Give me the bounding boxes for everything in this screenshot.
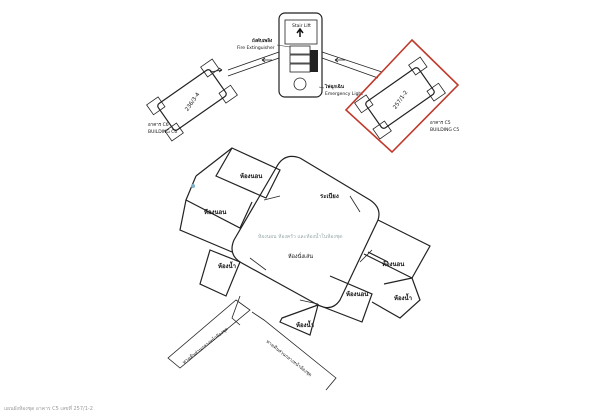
emergency-light-legend: ไฟฉุกเฉิน Emergency Light	[318, 83, 363, 97]
building-c6-en: BUILDING C6	[148, 129, 177, 135]
highlight-box	[344, 38, 460, 154]
living-room-label: ห้องนั่งเล่น	[288, 252, 313, 260]
footer-caption: แผนผังห้องชุด อาคาร C5 เลขที่ 257/1-2	[4, 405, 93, 412]
building-c6-th: อาคาร C6	[148, 122, 169, 128]
bedroom-top-label: ห้องนอน	[240, 172, 263, 180]
fire-extinguisher-legend: ถังดับเพลิง Fire Extinguisher	[237, 37, 291, 51]
bathroom-right-label: ห้องน้ำ	[394, 292, 412, 302]
corridor-arrows	[209, 51, 383, 79]
building-c6-unit: 236/3-4 อาคาร C6 BUILDING C6	[146, 58, 238, 142]
bedroom-left-label: ห้องนอน	[204, 208, 227, 216]
bathroom-left-label: ห้องน้ำ	[218, 260, 236, 270]
fire-extinguisher-en: Fire Extinguisher	[237, 45, 275, 51]
bathroom-bottom-label: ห้องน้ำ	[296, 319, 314, 329]
stair-lift-block: Stair Lift	[278, 12, 323, 98]
walkway-left-label: ทางเดินส่วนกลางหน้าห้องชุด	[182, 326, 230, 365]
bedroom-bottom-right-label: ห้องนอน	[346, 290, 369, 298]
unit-left-label: 236/3-4	[184, 91, 201, 112]
bedroom-right-label: ห้องนอน	[382, 260, 405, 268]
stair-lift-label: Stair Lift	[292, 23, 311, 29]
unit-floor-plan	[167, 147, 431, 391]
balcony-label: ระเบียง	[320, 192, 339, 200]
center-note: ห้องนอน ห้องครัว และห้องน้ำในห้องชุด	[258, 231, 343, 240]
walkway-right-label: ทางเดินส่วนกลางหน้าห้องชุด	[265, 339, 313, 378]
fire-extinguisher-th: ถังดับเพลิง	[252, 37, 272, 44]
building-c5-th: อาคาร C5	[430, 120, 451, 126]
building-c5-en: BUILDING C5	[430, 127, 459, 133]
unit-right-label: 257/1-2	[392, 90, 409, 111]
emergency-light-en: Emergency Light	[325, 91, 363, 97]
emergency-light-th: ไฟฉุกเฉิน	[324, 83, 345, 90]
